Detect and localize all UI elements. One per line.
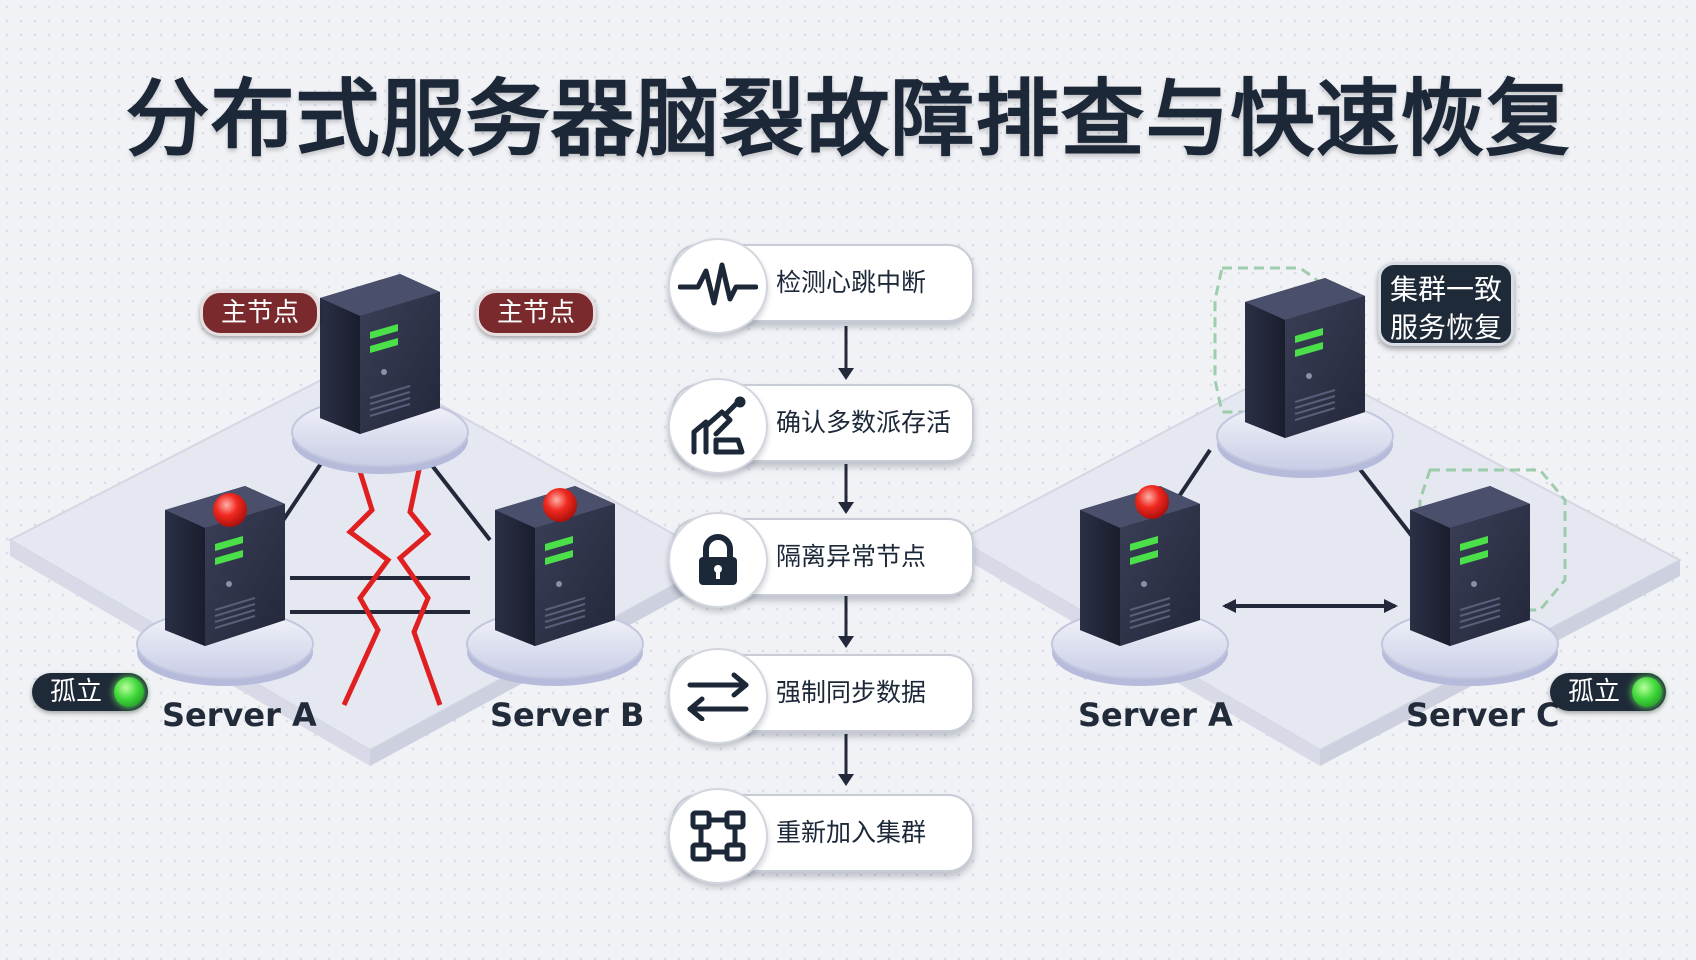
sync-arrows-icon [668, 648, 768, 744]
isolated-badge: 孤立 [32, 673, 149, 711]
flow-arrowheads [838, 368, 854, 786]
isolated-badge: 孤立 [1550, 673, 1667, 711]
step-confirm-majority: 确认多数派存活 [668, 378, 974, 474]
master-node-tag: 主节点 [476, 290, 597, 336]
cluster-grid-icon [668, 788, 768, 884]
step-isolate-node: 隔离异常节点 [668, 512, 974, 608]
cluster-restored-callout: 集群一致 服务恢复 [1378, 262, 1514, 346]
status-green-dot-icon [114, 677, 145, 707]
master-node-tag: 主节点 [200, 290, 321, 336]
step-detect-heartbeat: 检测心跳中断 [668, 238, 974, 334]
step-label: 隔离异常节点 [776, 542, 927, 571]
alert-light-icon [213, 493, 247, 527]
step-label: 检测心跳中断 [776, 268, 927, 297]
right-top-server-icon [1216, 277, 1394, 479]
split-brain-lightning [341, 464, 443, 707]
step-label: 重新加入集群 [776, 818, 927, 847]
heartbeat-icon [668, 238, 768, 334]
step-rejoin-cluster: 重新加入集群 [668, 788, 974, 884]
alert-light-icon [543, 488, 577, 522]
status-green-dot-icon [1632, 677, 1663, 707]
page-title: 分布式服务器脑裂故障排查与快速恢复 [125, 70, 1571, 168]
hand-vote-icon [668, 378, 768, 474]
sync-ring-icon [1213, 266, 1347, 414]
server-b-label: Server B [490, 696, 645, 734]
lock-icon [668, 512, 768, 608]
server-c-label: Server C [1406, 696, 1560, 734]
step-label: 强制同步数据 [776, 678, 927, 707]
server-a-label: Server A [162, 696, 317, 734]
step-force-sync: 强制同步数据 [668, 648, 974, 744]
alert-light-icon [1135, 485, 1169, 519]
link-arrowheads [1222, 599, 1398, 613]
right-server-a-label: Server A [1078, 696, 1233, 734]
step-label: 确认多数派存活 [776, 408, 952, 437]
